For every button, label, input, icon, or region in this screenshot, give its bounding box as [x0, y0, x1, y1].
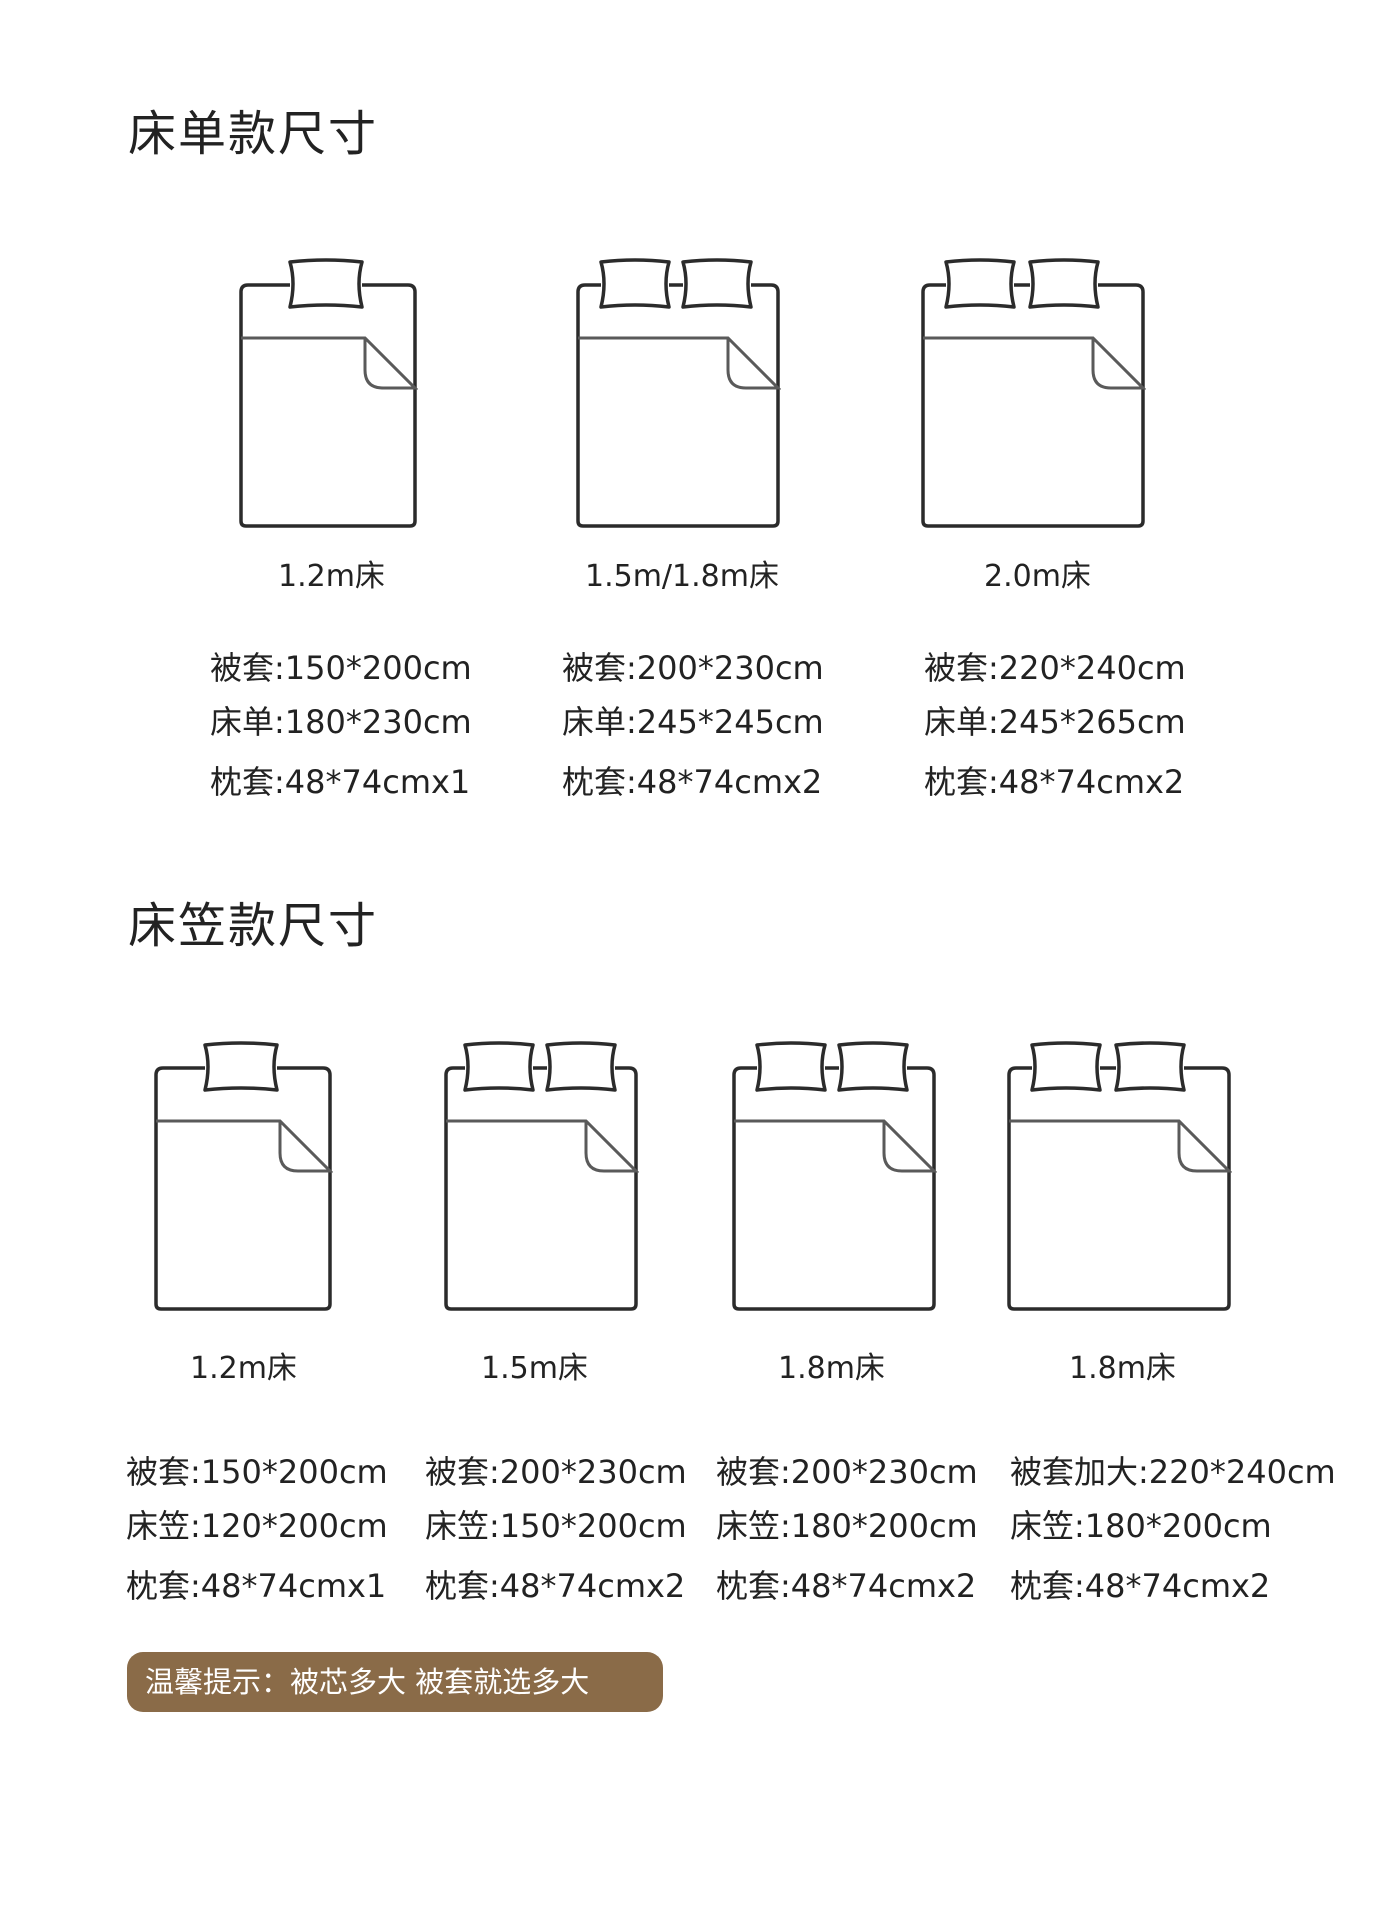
bed-label: 1.5m/1.8m床	[585, 559, 779, 594]
spec-duvet: 被套:200*230cm	[716, 1453, 978, 1491]
bed-icon-double	[443, 1041, 639, 1311]
bed-drawing-queen	[732, 1041, 937, 1311]
section-title-fitted: 床笠款尺寸	[128, 898, 379, 954]
bed-drawing-single	[239, 258, 418, 528]
spec-duvet: 被套:220*240cm	[924, 649, 1186, 687]
bed-icon-queen	[731, 1041, 937, 1311]
spec-duvet: 被套加大:220*240cm	[1010, 1453, 1336, 1491]
spec-fitted-sheet: 床笠:120*200cm	[126, 1507, 388, 1545]
spec-pillowcase: 枕套:48*74cmx2	[425, 1567, 686, 1605]
pillow-icon	[203, 1041, 279, 1092]
bed-frame	[576, 283, 780, 528]
pillow-icon	[599, 258, 753, 309]
spec-sheet: 床单:180*230cm	[210, 703, 472, 741]
spec-duvet: 被套:150*200cm	[210, 649, 472, 687]
sheet-fold	[446, 1119, 639, 1173]
sheet-fold	[156, 1119, 333, 1173]
pillow-icon	[463, 1041, 617, 1092]
spec-sheet: 床单:245*265cm	[924, 703, 1186, 741]
spec-pillowcase: 枕套:48*74cmx2	[562, 763, 823, 801]
tip-banner: 温馨提示：被芯多大 被套就选多大	[127, 1652, 663, 1712]
bed-frame	[444, 1066, 638, 1311]
bed-icon-double	[575, 258, 781, 528]
bed-frame	[732, 1066, 936, 1311]
spec-pillowcase: 枕套:48*74cmx1	[126, 1567, 387, 1605]
spec-pillowcase: 枕套:48*74cmx1	[210, 763, 471, 801]
pillow-icon	[944, 258, 1100, 309]
bed-icon-single	[238, 258, 418, 528]
bed-label: 1.8m床	[778, 1351, 885, 1386]
bed-drawing-double	[576, 258, 781, 528]
bed-drawing-king	[921, 258, 1146, 528]
section-title-sheet: 床单款尺寸	[128, 106, 379, 162]
bed-icon-king	[920, 258, 1146, 528]
sheet-fold	[923, 336, 1146, 390]
spec-fitted-sheet: 床笠:180*200cm	[716, 1507, 978, 1545]
sheet-fold	[734, 1119, 937, 1173]
bed-label: 2.0m床	[984, 559, 1091, 594]
bed-icon-queen-large	[1006, 1041, 1232, 1311]
sheet-fold	[241, 336, 418, 390]
pillow-icon	[288, 258, 364, 309]
bed-frame	[239, 283, 417, 528]
sheet-fold	[1009, 1119, 1232, 1173]
spec-pillowcase: 枕套:48*74cmx2	[716, 1567, 977, 1605]
bed-drawing-double	[444, 1041, 639, 1311]
bed-frame	[154, 1066, 332, 1311]
spec-sheet: 床单:245*245cm	[562, 703, 824, 741]
bed-label: 1.2m床	[190, 1351, 297, 1386]
pillow-icon	[1030, 1041, 1186, 1092]
bed-label: 1.8m床	[1069, 1351, 1176, 1386]
spec-pillowcase: 枕套:48*74cmx2	[1010, 1567, 1271, 1605]
pillow-icon	[755, 1041, 909, 1092]
spec-pillowcase: 枕套:48*74cmx2	[924, 763, 1185, 801]
spec-duvet: 被套:200*230cm	[425, 1453, 687, 1491]
bed-label: 1.2m床	[278, 559, 385, 594]
sheet-fold	[578, 336, 781, 390]
bed-drawing-single	[154, 1041, 333, 1311]
bed-frame	[1007, 1066, 1231, 1311]
spec-duvet: 被套:150*200cm	[126, 1453, 388, 1491]
spec-fitted-sheet: 床笠:180*200cm	[1010, 1507, 1272, 1545]
bed-label: 1.5m床	[481, 1351, 588, 1386]
bed-drawing-queen-large	[1007, 1041, 1232, 1311]
spec-duvet: 被套:200*230cm	[562, 649, 824, 687]
spec-fitted-sheet: 床笠:150*200cm	[425, 1507, 687, 1545]
bed-icon-single	[153, 1041, 333, 1311]
bed-frame	[921, 283, 1145, 528]
